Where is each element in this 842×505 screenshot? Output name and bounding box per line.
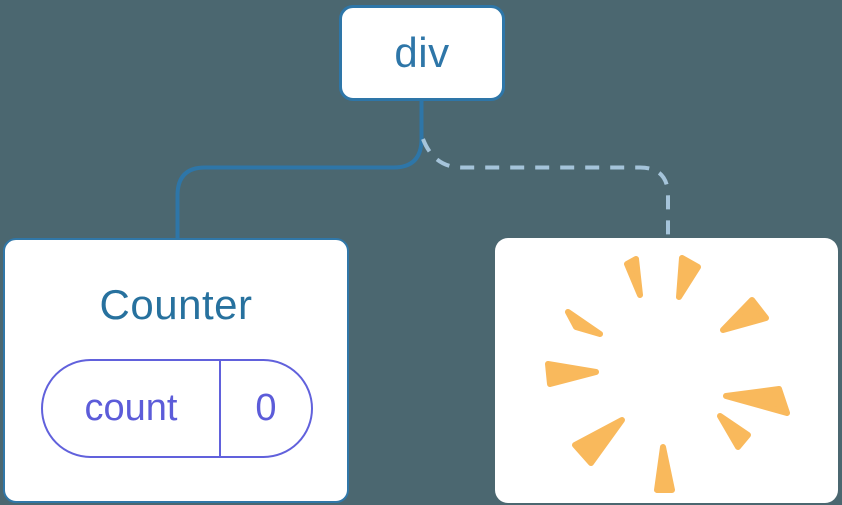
removed-node — [495, 238, 838, 503]
state-name: count — [84, 387, 178, 429]
pill-divider — [219, 361, 221, 456]
counter-node: Counter count 0 — [3, 238, 349, 503]
dashed-edge — [421, 138, 670, 238]
solid-edge — [175, 101, 424, 238]
poof-icon — [545, 255, 790, 493]
root-node: div — [339, 5, 505, 101]
state-pill: count 0 — [41, 359, 313, 458]
state-value: 0 — [255, 387, 277, 429]
counter-title: Counter — [99, 281, 253, 328]
root-node-label: div — [394, 29, 450, 76]
